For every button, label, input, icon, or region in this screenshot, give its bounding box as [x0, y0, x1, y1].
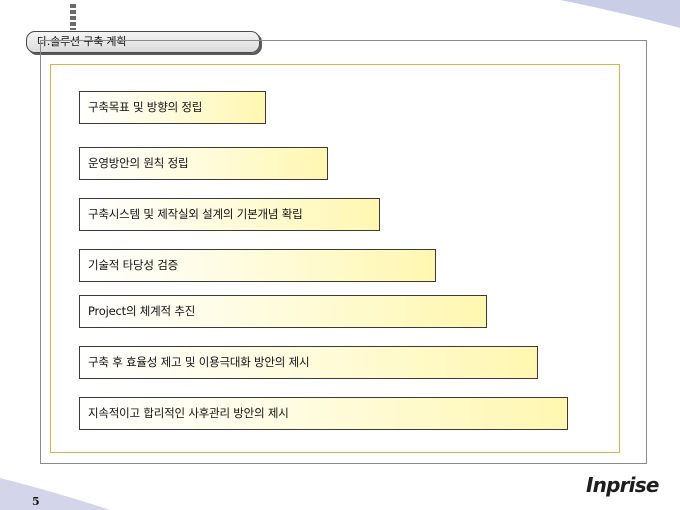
inner-content-frame [50, 64, 620, 453]
step-box-6: 구축 후 효율성 제고 및 이용극대화 방안의 제시 [79, 346, 538, 379]
title-accent-bar [70, 4, 76, 30]
page-number: 5 [32, 495, 40, 508]
content-frame [40, 40, 647, 464]
step-box-5: Project의 체계적 추진 [79, 295, 487, 328]
step-box-7: 지속적이고 합리적인 사후관리 방안의 제시 [79, 397, 568, 430]
step-box-4: 기술적 타당성 검증 [79, 249, 436, 282]
step-box-1: 구축목표 및 방향의 정립 [79, 91, 266, 124]
step-box-2: 운영방안의 원칙 정립 [79, 147, 328, 180]
step-box-3: 구축시스템 및 제작실외 설계의 기본개념 확립 [79, 198, 380, 231]
slide-title: 다.솔루션 구축 계획 [26, 31, 260, 53]
inprise-logo: Inprise [586, 473, 659, 497]
